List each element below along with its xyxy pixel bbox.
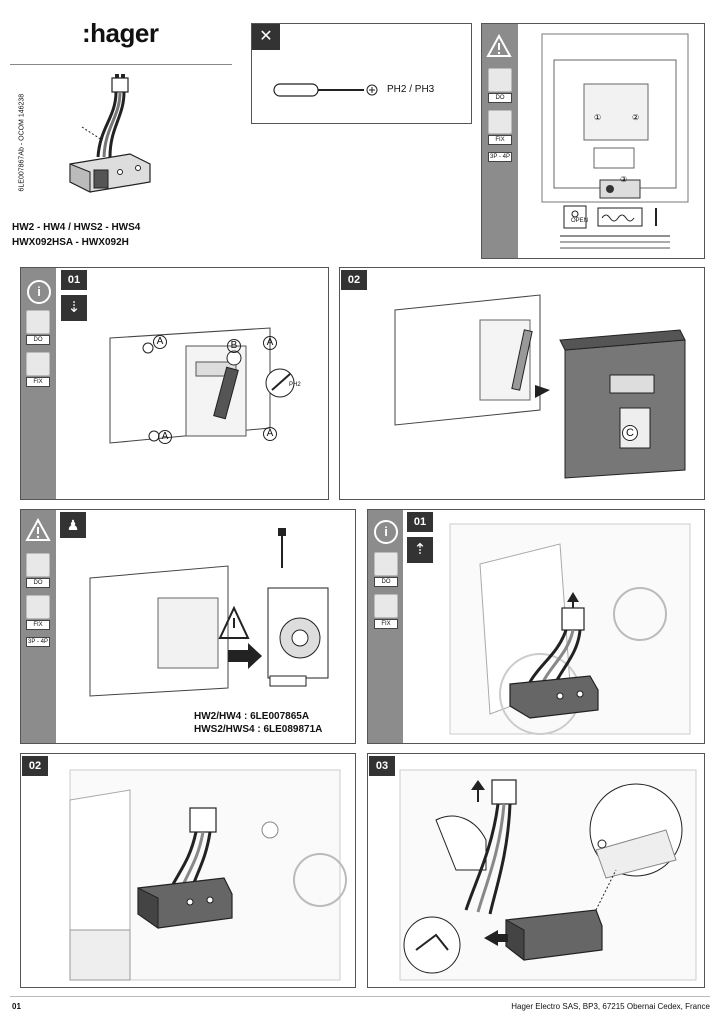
draw-out-icon: [26, 310, 50, 334]
company-address: Hager Electro SAS, BP3, 67215 Obernai Ce…: [511, 1002, 710, 1011]
screwdriver-icon: [273, 83, 378, 97]
tag-fix: FIX: [26, 377, 50, 387]
breaker-front-removal-illustration: [109, 327, 295, 444]
hager-logo: :hager: [82, 18, 159, 48]
step-number: 01: [407, 512, 433, 532]
warning-icon: [25, 518, 51, 541]
tag-poles: 3P - 4P: [26, 637, 50, 647]
draw-out-icon: [26, 553, 50, 577]
tools-label: PH2 / PH3: [387, 84, 435, 95]
auxiliary-extraction-illustration: [399, 769, 697, 981]
callout-1: ①: [594, 113, 601, 122]
fixed-icon: [488, 110, 512, 134]
tools-icon: ✕: [252, 24, 280, 50]
models-line-2: HWX092HSA - HWX092H: [12, 237, 129, 248]
tag-fix: FIX: [488, 135, 512, 145]
letter-a-4: A: [263, 427, 277, 441]
callout-3: ③: [620, 175, 627, 184]
spare-part-illustration: [89, 528, 329, 697]
remove-action-icon: ⇣: [61, 295, 87, 321]
models-line-1: HW2 - HW4 / HWS2 - HWS4: [12, 222, 141, 233]
letter-a-3: A: [158, 430, 172, 444]
tag-do: DO: [374, 577, 398, 587]
auxiliary-contact-illustration: [69, 74, 151, 193]
letter-a-2: A: [263, 336, 277, 350]
connector-unplug-illustration: [449, 523, 691, 735]
info-icon: i: [374, 520, 398, 544]
draw-out-icon: [488, 68, 512, 92]
ph-tool-label: PH2: [289, 382, 301, 388]
tools-panel: [251, 23, 472, 124]
draw-out-icon: [374, 552, 398, 576]
remove-action-icon: ⇡: [407, 537, 433, 563]
fixed-icon: [374, 594, 398, 618]
info-icon: i: [27, 280, 51, 304]
step-number: 02: [341, 270, 367, 290]
open-label: OPEN: [571, 218, 589, 224]
letter-b: B: [227, 339, 241, 353]
cover-removal-illustration: [394, 294, 686, 479]
fixed-icon: [26, 595, 50, 619]
letter-c: C: [622, 425, 638, 441]
tag-do: DO: [26, 335, 50, 345]
tag-fix: FIX: [374, 619, 398, 629]
tag-do: DO: [26, 578, 50, 588]
fixed-icon: [26, 352, 50, 376]
doc-code: 6LE007867Ab - OCOM 146238: [18, 93, 26, 192]
step-number: 03: [369, 756, 395, 776]
breaker-front-view: ① ② ③: [541, 33, 689, 249]
part-number-hw: HW2/HW4 : 6LE007865A: [194, 711, 310, 722]
footer-rule: [10, 996, 710, 997]
callout-2: ②: [632, 113, 639, 122]
user-action-icon: ♟: [60, 512, 86, 538]
part-number-hws: HWS2/HWS4 : 6LE089871A: [194, 724, 323, 735]
page-number: 01: [12, 1002, 21, 1011]
tag-poles: 3P - 4P: [488, 152, 512, 162]
tag-do: DO: [488, 93, 512, 103]
step-number: 01: [61, 270, 87, 290]
step-number: 02: [22, 756, 48, 776]
letter-a-1: A: [153, 335, 167, 349]
header-rule: [10, 64, 232, 65]
auxiliary-removal-illustration: [69, 769, 347, 981]
tag-fix: FIX: [26, 620, 50, 630]
warning-icon: [486, 34, 512, 57]
